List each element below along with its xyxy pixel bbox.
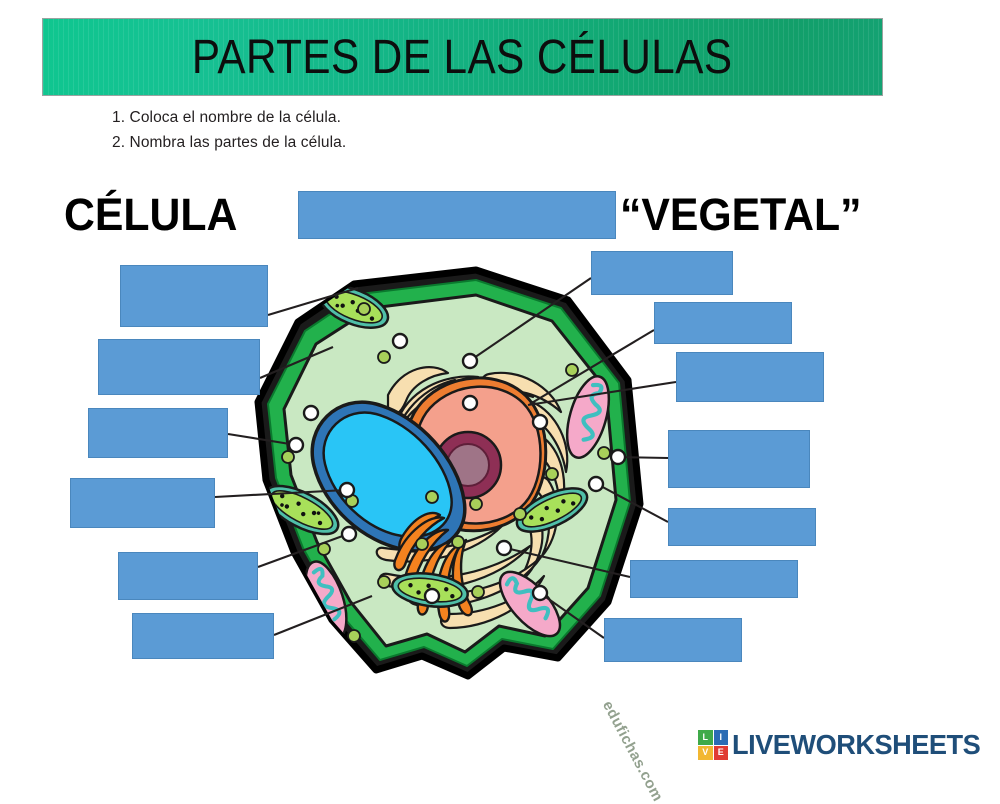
answer-input-left-5[interactable]	[118, 552, 258, 600]
worksheet-page: PARTES DE LAS CÉLULAS 1. Coloca el nombr…	[42, 18, 988, 804]
answer-input-right-3[interactable]	[676, 352, 824, 402]
instruction-item-2: 2. Nombra las partes de la célula.	[112, 133, 347, 151]
plant-cell-diagram: edufichas.com	[236, 252, 666, 804]
answer-input-left-4[interactable]	[70, 478, 215, 528]
logo-tile-i: I	[713, 730, 728, 745]
heading-word-celula: CÉLULA	[64, 189, 238, 240]
answer-input-left-1[interactable]	[120, 265, 268, 327]
cell-name-heading: CÉLULA “VEGETAL”	[60, 186, 920, 244]
answer-input-right-4[interactable]	[668, 430, 810, 488]
ribosomes	[281, 302, 611, 643]
liveworksheets-logo: L I V E LIVEWORKSHEETS	[698, 728, 988, 762]
logo-tile-v: V	[698, 745, 713, 760]
answer-input-right-7[interactable]	[604, 618, 742, 662]
title-banner: PARTES DE LAS CÉLULAS	[42, 18, 883, 96]
page-title: PARTES DE LAS CÉLULAS	[192, 30, 733, 84]
watermark-edufichas: edufichas.com	[598, 698, 667, 804]
answer-input-left-6[interactable]	[132, 613, 274, 659]
answer-input-right-2[interactable]	[654, 302, 792, 344]
liveworksheets-logo-text: LIVEWORKSHEETS	[732, 729, 981, 760]
answer-input-left-2[interactable]	[98, 339, 260, 395]
answer-input-right-6[interactable]	[630, 560, 798, 598]
instruction-item-1: 1. Coloca el nombre de la célula.	[112, 109, 342, 126]
answer-input-right-1[interactable]	[591, 251, 733, 295]
heading-word-vegetal: “VEGETAL”	[620, 189, 862, 240]
logo-tile-e: E	[713, 745, 728, 760]
instructions-list: 1. Coloca el nombre de la célula. 2. Nom…	[112, 110, 632, 159]
answer-input-right-5[interactable]	[668, 508, 816, 546]
cell-name-input[interactable]	[298, 191, 616, 239]
liveworksheets-logo-icon: L I V E	[698, 730, 728, 760]
answer-input-left-3[interactable]	[88, 408, 228, 458]
logo-tile-l: L	[698, 730, 713, 745]
